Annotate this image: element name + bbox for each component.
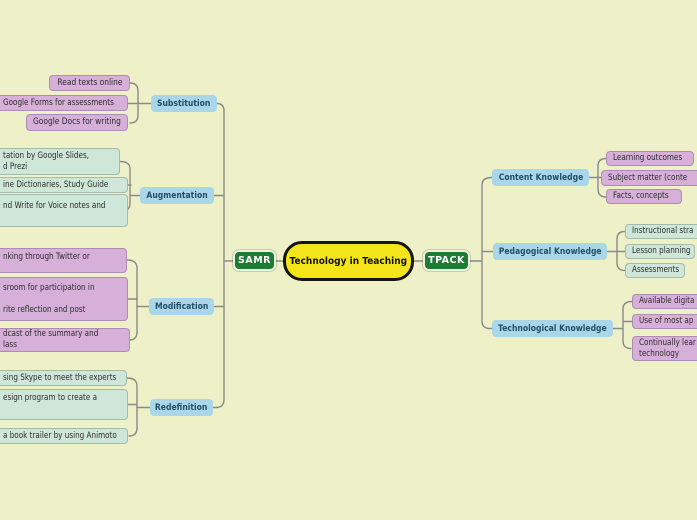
leaf-subject-matter[interactable]: Subject matter (conte [601,170,697,186]
branch-technological-knowledge[interactable]: Technological Knowledge [492,320,613,337]
leaf-google-forms[interactable]: Google Forms for assessments [0,95,128,111]
branch-redefinition[interactable]: Redefinition [150,399,213,416]
leaf-skype-experts[interactable]: sing Skype to meet the experts [0,370,127,386]
leaf-google-docs[interactable]: Google Docs for writing [26,114,128,131]
leaf-presentation-tools[interactable]: tation by Google Slides, d Prezi [0,148,120,175]
leaf-book-trailer[interactable]: a book trailer by using Animoto [0,428,128,444]
leaf-assessments[interactable]: Assessments [625,263,685,278]
leaf-appropriate-use[interactable]: Use of most ap [632,314,697,329]
branch-modification[interactable]: Modification [149,298,214,315]
samr-node[interactable]: SAMR [233,250,276,271]
leaf-read-texts-online[interactable]: Read texts online [49,75,130,91]
leaf-instructional-strategies[interactable]: Instructional stra [625,224,697,239]
leaf-design-program[interactable]: esign program to create a [0,389,128,420]
leaf-learning-outcomes[interactable]: Learning outcomes [606,151,694,166]
branch-content-knowledge[interactable]: Content Knowledge [492,169,589,186]
central-topic[interactable]: Technology in Teaching [283,241,414,281]
leaf-online-dictionaries[interactable]: ine Dictionaries, Study Guide [0,177,128,193]
tpack-node[interactable]: TPACK [423,250,470,271]
branch-substitution[interactable]: Substitution [151,95,217,112]
leaf-podcast-summary[interactable]: dcast of the summary and lass [0,328,130,352]
leaf-continual-learning[interactable]: Continually lear technology [632,336,697,361]
leaf-classroom-participation[interactable]: sroom for participation in rite reflecti… [0,277,128,321]
leaf-available-digital-tools[interactable]: Available digita [632,294,697,309]
leaf-lesson-planning[interactable]: Lesson planning [625,244,695,259]
leaf-facts-concepts[interactable]: Facts, concepts [606,189,682,204]
branch-pedagogical-knowledge[interactable]: Pedagogical Knowledge [493,243,607,260]
branch-augmentation[interactable]: Augmentation [140,187,214,204]
leaf-voice-notes[interactable]: nd Write for Voice notes and [0,194,128,227]
leaf-twitter-thinking[interactable]: nking through Twitter or [0,248,127,273]
